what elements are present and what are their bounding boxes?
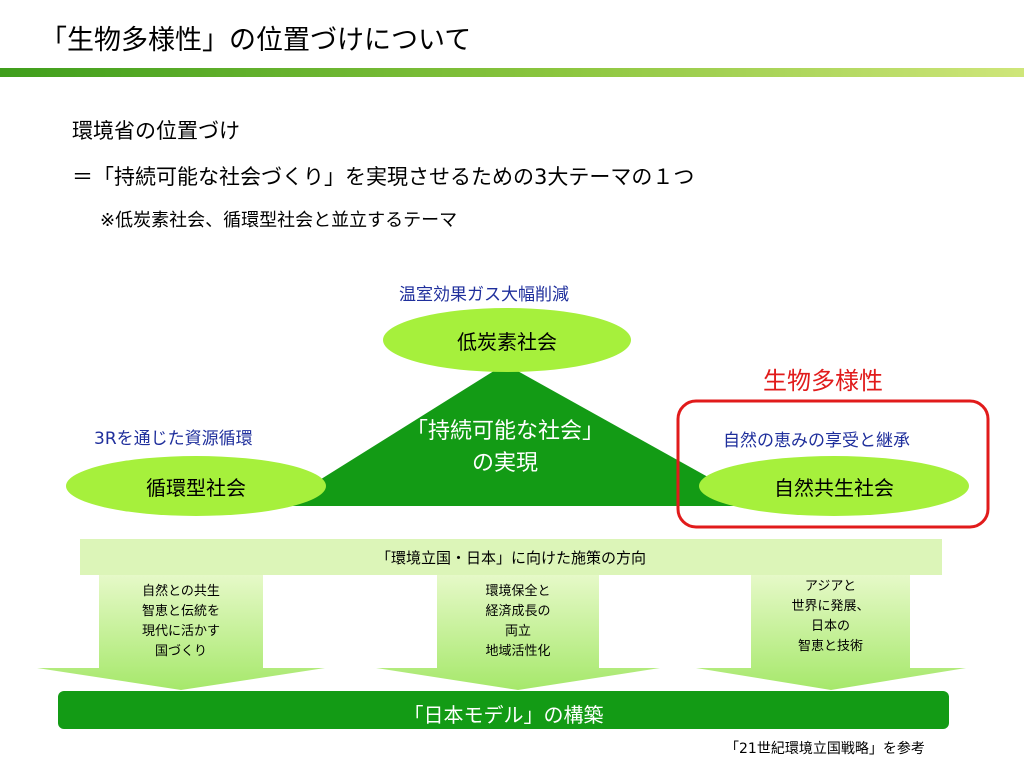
recycling-label: 循環型社会: [146, 476, 246, 500]
pillar-3-line: 世界に発展、: [791, 599, 870, 614]
pillar-text-1: 自然との共生 智恵と伝統を 現代に活かす 国づくり: [99, 582, 263, 662]
pillar-2-line: 両立: [504, 624, 531, 639]
nature-ellipse: [699, 456, 969, 516]
pillar-text-2: 環境保全と 経済成長の 両立 地域活性化: [437, 582, 599, 662]
positioning-note: ※低炭素社会、循環型社会と並立するテーマ: [100, 210, 458, 231]
center-statement: 「持続可能な社会」 の実現: [380, 416, 630, 480]
pillar-3-line: 日本の: [810, 619, 850, 634]
pillar-2-line: 環境保全と: [485, 584, 551, 599]
japan-model-bar: [58, 691, 949, 729]
policy-banner-bg: [80, 539, 942, 575]
pillar-2-line: 地域活性化: [485, 644, 551, 659]
pillar-3-line: アジアと: [804, 579, 857, 594]
nature-caption: 自然の恵みの享受と継承: [723, 431, 910, 451]
positioning-statement: ＝「持続可能な社会づくり」を実現させるための3大テーマの１つ: [72, 165, 695, 189]
biodiversity-label: 生物多様性: [763, 367, 883, 395]
policy-banner-label: 「環境立国・日本」に向けた施策の方向: [375, 549, 646, 567]
biodiversity-highlight-frame: [676, 399, 990, 529]
pillar-text-3: アジアと 世界に発展、 日本の 智恵と技術: [751, 577, 910, 657]
page-title: 「生物多様性」の位置づけについて: [40, 25, 472, 56]
pillar-arrow-2: [376, 575, 660, 690]
pillar-1-line: 自然との共生: [142, 584, 220, 599]
pillar-arrow-3: [696, 575, 966, 690]
source-note: 「21世紀環境立国戦略」を参考: [725, 741, 925, 757]
recycling-ellipse: [66, 456, 326, 516]
japan-model-label: 「日本モデル」の構築: [403, 703, 604, 727]
pillar-arrow-1: [37, 575, 325, 690]
title-underline-bar: [0, 68, 1024, 77]
pillar-1-line: 智恵と伝統を: [141, 604, 220, 619]
positioning-heading: 環境省の位置づけ: [72, 119, 240, 143]
pillar-1-line: 現代に活かす: [141, 624, 220, 639]
low-carbon-caption: 温室効果ガス大幅削減: [399, 285, 569, 305]
pillar-2-line: 経済成長の: [485, 604, 551, 619]
center-line-1: 「持続可能な社会」: [405, 419, 604, 444]
low-carbon-label: 低炭素社会: [457, 330, 557, 354]
recycling-caption: 3Rを通じた資源循環: [94, 429, 253, 449]
center-line-2: の実現: [471, 451, 538, 476]
nature-label: 自然共生社会: [774, 476, 894, 500]
sustainable-society-triangle: [278, 364, 760, 506]
low-carbon-ellipse: [383, 308, 631, 372]
pillar-1-line: 国づくり: [154, 644, 207, 659]
pillar-3-line: 智恵と技術: [797, 639, 863, 654]
